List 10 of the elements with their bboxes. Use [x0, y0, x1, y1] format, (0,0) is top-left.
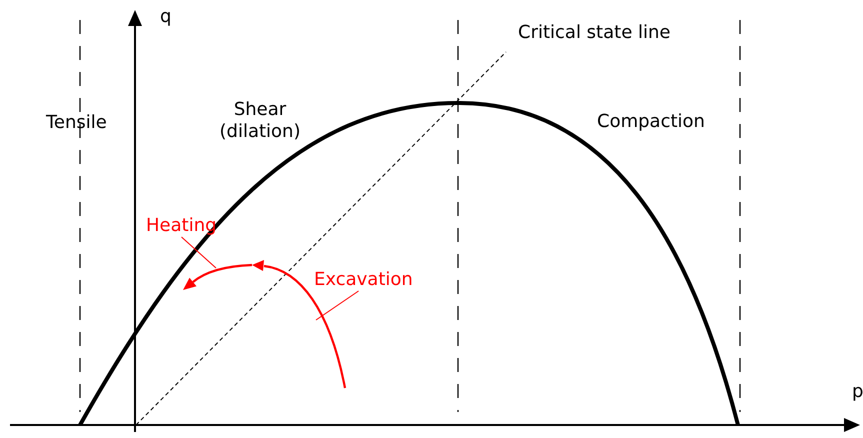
- line-label: Critical state line: [518, 22, 670, 44]
- path-label: Excavation: [314, 269, 413, 291]
- path-label: Heating: [146, 215, 217, 237]
- region-label: Tensile: [46, 112, 107, 134]
- axis-label: p: [852, 381, 863, 403]
- region-label: Compaction: [597, 111, 705, 133]
- axis-label: q: [160, 6, 172, 28]
- leader-line: [181, 236, 216, 268]
- leader-line: [316, 290, 360, 320]
- region-label: Shear (dilation): [218, 99, 302, 143]
